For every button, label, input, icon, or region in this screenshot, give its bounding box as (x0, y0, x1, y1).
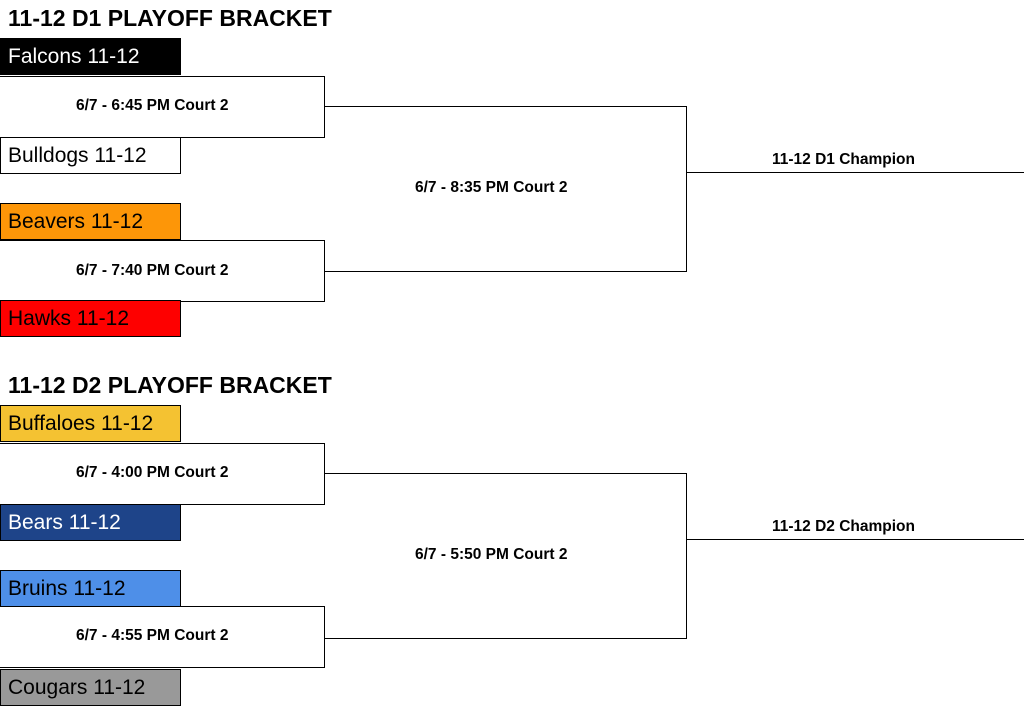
d2-team-2: Bears 11-12 (0, 504, 181, 541)
d2-title: 11-12 D2 PLAYOFF BRACKET (8, 372, 332, 398)
d2-team-3: Bruins 11-12 (0, 570, 181, 607)
d1-champion-label: 11-12 D1 Champion (772, 151, 915, 168)
d2-game-1-time: 6/7 - 4:00 PM Court 2 (76, 464, 229, 481)
d1-title: 11-12 D1 PLAYOFF BRACKET (8, 5, 332, 31)
d1-game-2-time: 6/7 - 7:40 PM Court 2 (76, 262, 229, 279)
d1-champion-line (687, 172, 1024, 173)
d2-team-4: Cougars 11-12 (0, 669, 181, 706)
d2-champion-label: 11-12 D2 Champion (772, 518, 915, 535)
d2-bracket: 11-12 D2 PLAYOFF BRACKET Buffaloes 11-12… (0, 372, 1024, 715)
d1-team-2: Bulldogs 11-12 (0, 137, 181, 174)
d1-team-4: Hawks 11-12 (0, 300, 181, 337)
d2-champion-line (687, 539, 1024, 540)
d1-game-1-time: 6/7 - 6:45 PM Court 2 (76, 97, 229, 114)
d1-team-1: Falcons 11-12 (0, 38, 181, 75)
d2-final-time: 6/7 - 5:50 PM Court 2 (415, 546, 568, 563)
d1-bracket: 11-12 D1 PLAYOFF BRACKET Falcons 11-12 B… (0, 5, 1024, 348)
d2-team-1: Buffaloes 11-12 (0, 405, 181, 442)
d1-team-3: Beavers 11-12 (0, 203, 181, 240)
d2-game-2-time: 6/7 - 4:55 PM Court 2 (76, 627, 229, 644)
d2-final-connector (325, 473, 687, 639)
d1-final-connector (325, 106, 687, 272)
d1-final-time: 6/7 - 8:35 PM Court 2 (415, 179, 568, 196)
